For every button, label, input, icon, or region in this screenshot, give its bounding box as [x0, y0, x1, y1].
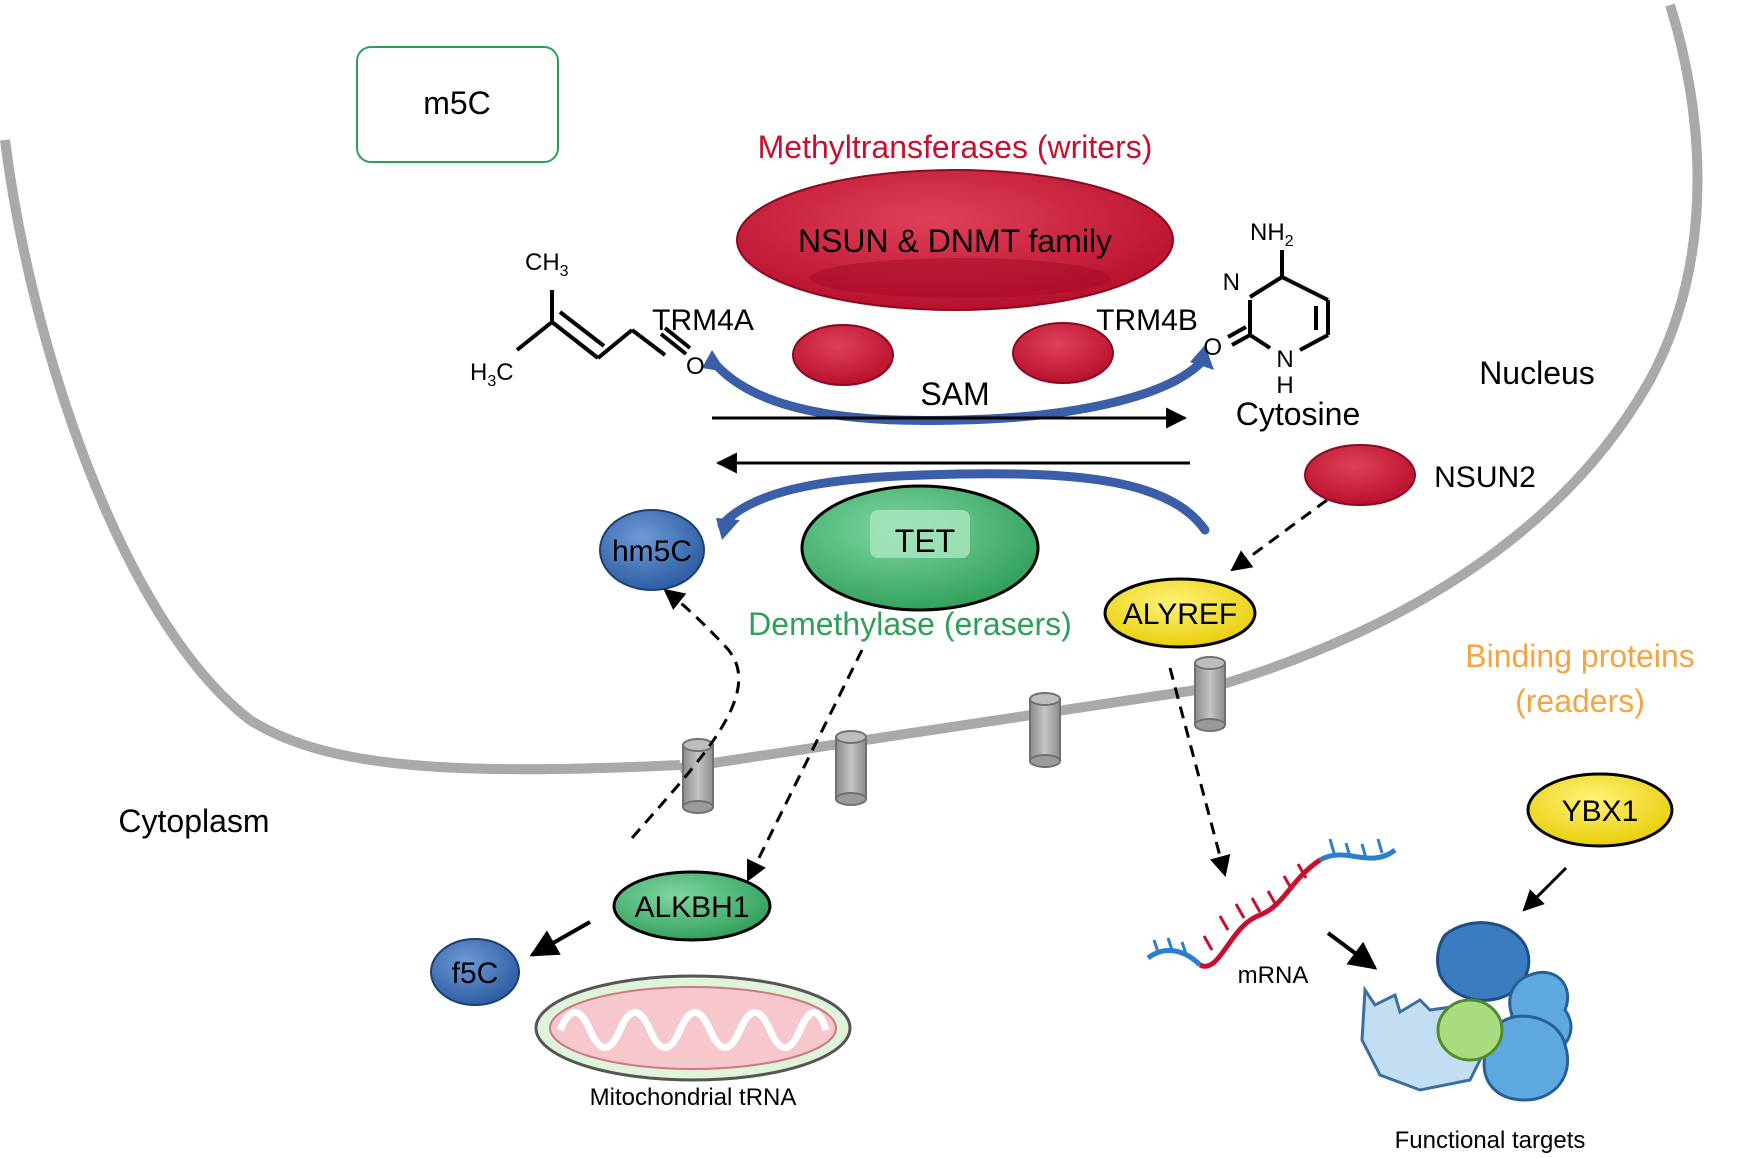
cytosine-n-ring: N — [1223, 269, 1240, 296]
nuclear-pore-3 — [1029, 692, 1061, 768]
cytosine-h: H — [1276, 372, 1293, 399]
nuclear-pore-4 — [1194, 656, 1226, 732]
nsun-dnmt-label: NSUN & DNMT family — [798, 223, 1112, 259]
mrna-icon — [1146, 838, 1397, 969]
erasers-heading: Demethylase (erasers) — [748, 606, 1072, 642]
alyref-label: ALYREF — [1123, 598, 1237, 631]
nuclear-membrane — [679, 3, 1703, 773]
nucleus-label: Nucleus — [1479, 355, 1595, 391]
ybx1-label: YBX1 — [1562, 795, 1639, 828]
cytoplasm-label: Cytoplasm — [118, 803, 269, 839]
cytosine-nh2: NH2 — [1250, 219, 1294, 250]
alyref-ellipse — [1103, 577, 1257, 649]
alyref-to-mrna-arrow — [1168, 667, 1231, 878]
tet-highlight — [870, 510, 970, 558]
functional-targets-label: Functional targets — [1395, 1127, 1586, 1154]
demethylation-arc — [717, 469, 1210, 535]
nsun2-to-alyref-arrow — [1230, 498, 1328, 572]
ybx1-ellipse — [1526, 772, 1674, 848]
mrna-label: mRNA — [1238, 962, 1309, 989]
tet-label: TET — [895, 523, 955, 559]
nsun-dnmt-highlight — [810, 258, 1110, 298]
alkbh1-to-hm5c-arrow — [630, 588, 741, 839]
cytosine-n-bottom: N — [1276, 346, 1293, 373]
f5c-ellipse — [430, 938, 520, 1006]
trm4a-ellipse — [792, 324, 894, 386]
nuclear-pore-1 — [682, 738, 714, 814]
functional-targets-icon — [1360, 921, 1573, 1102]
mrna-to-targets-arrow — [1326, 931, 1378, 970]
alkbh1-label: ALKBH1 — [634, 891, 749, 924]
demethylation-arc-tip — [716, 518, 740, 540]
nsun2-ellipse — [1304, 444, 1416, 506]
hm5c-ellipse — [599, 509, 705, 591]
ybx1-to-targets-arrow — [1522, 866, 1568, 912]
methylation-arc-tip-left — [702, 350, 726, 372]
cytosine-ring — [1227, 250, 1330, 352]
trm4b-ellipse — [1012, 322, 1114, 384]
alkbh1-to-f5c-arrow — [529, 920, 591, 957]
m5c-title: m5C — [423, 85, 491, 121]
readers-heading-line2: (readers) — [1515, 683, 1645, 719]
aldehyde-structure — [515, 290, 692, 360]
mitochondrion-icon — [534, 974, 852, 1082]
nsun2-label: NSUN2 — [1434, 461, 1536, 494]
aldehyde-oxygen: O — [686, 353, 705, 380]
trm4b-label: TRM4B — [1096, 304, 1198, 337]
f5c-label: f5C — [452, 957, 499, 990]
h3c-left: H3C — [470, 359, 514, 390]
methylation-arc-tip-right — [1190, 345, 1214, 370]
hm5c-label: hm5C — [612, 535, 692, 568]
cell-membrane-left — [0, 139, 681, 775]
mito-trna-label: Mitochondrial tRNA — [590, 1084, 797, 1111]
ch3-top: CH3 — [525, 249, 569, 280]
methylation-arc — [707, 353, 1210, 425]
cytosine-label: Cytosine — [1236, 396, 1361, 432]
readers-heading-line1: Binding proteins — [1465, 638, 1694, 674]
cytosine-o: O — [1203, 334, 1222, 361]
m5c-title-box — [356, 46, 559, 163]
alkbh1-ellipse — [612, 870, 772, 942]
sam-label: SAM — [920, 376, 989, 412]
nuclear-pore-2 — [835, 730, 867, 806]
writers-heading: Methyltransferases (writers) — [758, 129, 1153, 165]
tet-to-alkbh1-arrow — [746, 649, 864, 882]
